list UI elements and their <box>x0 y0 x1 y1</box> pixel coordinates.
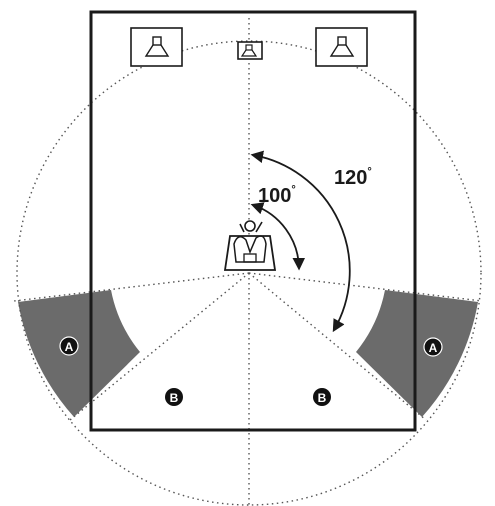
dotted-circle <box>16 40 482 506</box>
svg-text:A: A <box>429 341 438 355</box>
room-outline <box>89 10 417 432</box>
radial-line-right-upper <box>248 272 483 302</box>
speaker-front-right-icon <box>315 27 368 67</box>
radial-line-right-lower <box>248 272 427 421</box>
zone-a-left-badge: A <box>59 336 79 356</box>
speaker-front-left-icon <box>130 27 183 67</box>
zone-a-left <box>18 290 140 417</box>
zone-b-right-badge: B <box>313 388 331 406</box>
zone-a-right-badge: A <box>423 337 443 357</box>
zone-b-left-badge: B <box>165 388 183 406</box>
svg-text:B: B <box>318 391 327 405</box>
listener-chair-icon <box>223 220 277 271</box>
svg-text:B: B <box>170 391 179 405</box>
radial-line-left-lower <box>69 272 250 421</box>
svg-text:A: A <box>65 340 74 354</box>
angle-label-120: 120° <box>334 166 372 189</box>
angle-label-100: 100° <box>258 184 296 207</box>
radial-line-left-upper <box>13 272 250 302</box>
zone-a-right <box>356 290 478 417</box>
speaker-center-icon <box>237 41 263 60</box>
angle-arc-120 <box>250 150 351 333</box>
